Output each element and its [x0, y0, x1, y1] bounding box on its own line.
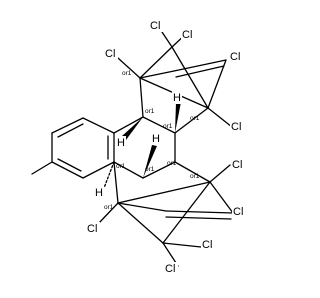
chemical-structure-diagram: Cl Cl Cl Cl Cl Cl Cl Cl Cl Cl H H H H or…: [31, 19, 246, 275]
stereo-label: or1: [116, 163, 126, 170]
bond-layer: [31, 28, 234, 267]
chlorine-label: Cl: [165, 263, 175, 275]
hydrogen-label: H: [95, 187, 103, 199]
stereo-label: or1: [145, 108, 155, 115]
hydrogen-label: H: [173, 92, 181, 104]
chlorine-label: Cl: [202, 239, 212, 251]
hydrogen-label: H: [152, 133, 160, 145]
chlorine-label: Cl: [87, 223, 97, 235]
chlorine-label: Cl: [150, 20, 160, 32]
stereo-label: or1: [190, 173, 200, 180]
atom-label-layer: Cl Cl Cl Cl Cl Cl Cl Cl Cl Cl H H H H: [86, 19, 246, 275]
hydrogen-label: H: [117, 137, 125, 149]
stereo-label-layer: or1 or1 or1 or1 or1 or1 or1 or1 or1: [104, 70, 200, 211]
chlorine-label: Cl: [233, 206, 243, 218]
stereo-label: or1: [145, 166, 155, 173]
stereo-label: or1: [122, 70, 132, 77]
stereo-label: or1: [190, 115, 200, 122]
stereo-label: or1: [163, 123, 173, 130]
stereo-label: or1: [167, 160, 177, 167]
chlorine-label: Cl: [182, 29, 192, 41]
stereo-label: or1: [104, 204, 114, 211]
chlorine-label: Cl: [105, 48, 115, 60]
chlorine-label: Cl: [230, 51, 240, 63]
chlorine-label: Cl: [232, 159, 242, 171]
chlorine-label: Cl: [231, 121, 241, 133]
